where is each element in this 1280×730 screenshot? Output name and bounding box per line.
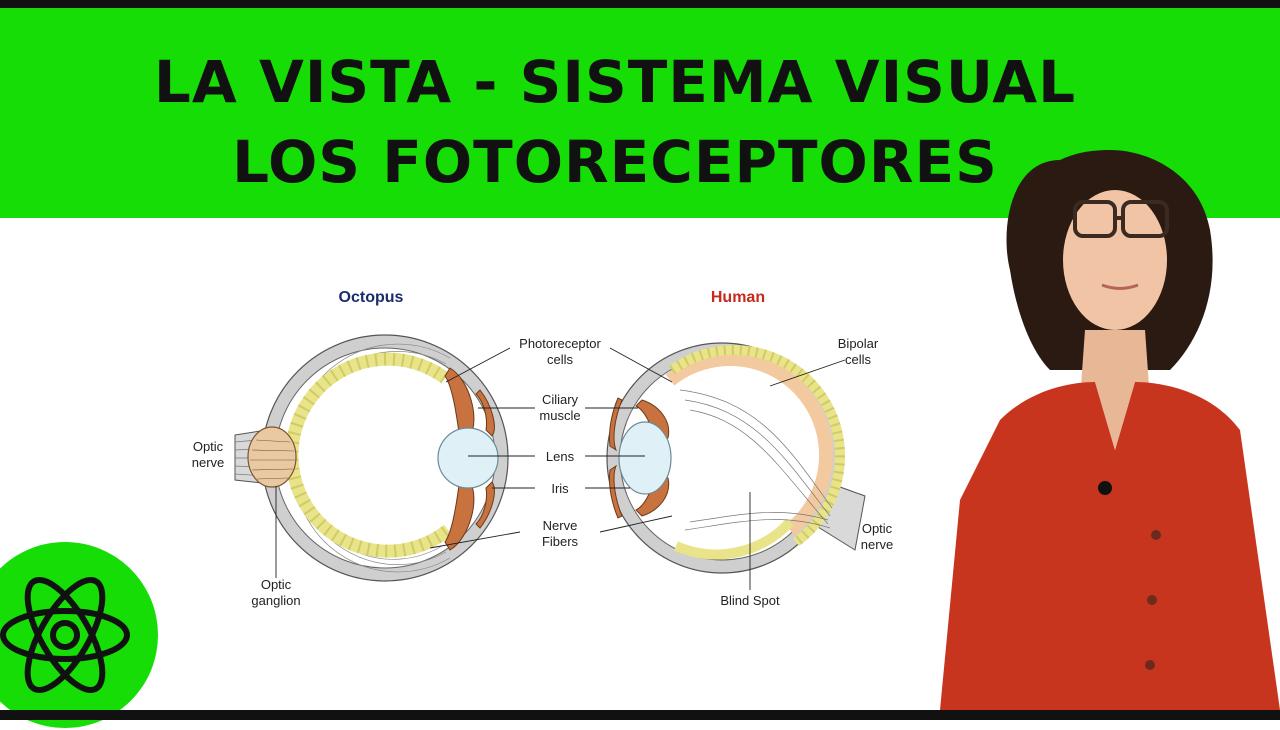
human-eye [606, 342, 866, 574]
title-line-1: LA VISTA - SISTEMA VISUAL [153, 48, 1077, 116]
title-banner: LA VISTA - SISTEMA VISUAL LOS FOTORECEPT… [0, 8, 1280, 218]
label-bipolar-1: Bipolar [838, 336, 879, 351]
top-border [0, 0, 1280, 8]
presenter-image [920, 120, 1280, 710]
bottom-border [0, 710, 1280, 720]
human-heading: Human [711, 289, 765, 306]
octopus-heading: Octopus [339, 289, 404, 306]
title-line-2: LOS FOTORECEPTORES [232, 128, 998, 196]
label-photoreceptor-1: Photoreceptor [519, 336, 601, 351]
label-optic-ganglion-1: Optic [261, 577, 292, 592]
label-blind-spot: Blind Spot [720, 593, 780, 608]
label-optic-nerve-left-2: nerve [192, 455, 225, 470]
label-lens: Lens [546, 449, 575, 464]
label-bipolar-2: cells [845, 352, 872, 367]
label-ciliary-2: muscle [539, 408, 580, 423]
label-nerve-fibers-1: Nerve [543, 518, 578, 533]
label-optic-nerve-left-1: Optic [193, 439, 224, 454]
atom-icon [0, 540, 160, 730]
label-optic-ganglion-2: ganglion [251, 593, 300, 608]
label-ciliary-1: Ciliary [542, 392, 579, 407]
octopus-eye [234, 334, 509, 582]
label-optic-nerve-right-1: Optic [862, 521, 893, 536]
label-nerve-fibers-2: Fibers [542, 534, 579, 549]
eye-comparison-diagram: Octopus Human [160, 260, 940, 640]
label-iris: Iris [551, 481, 569, 496]
label-optic-nerve-right-2: nerve [861, 537, 894, 552]
label-photoreceptor-2: cells [547, 352, 574, 367]
